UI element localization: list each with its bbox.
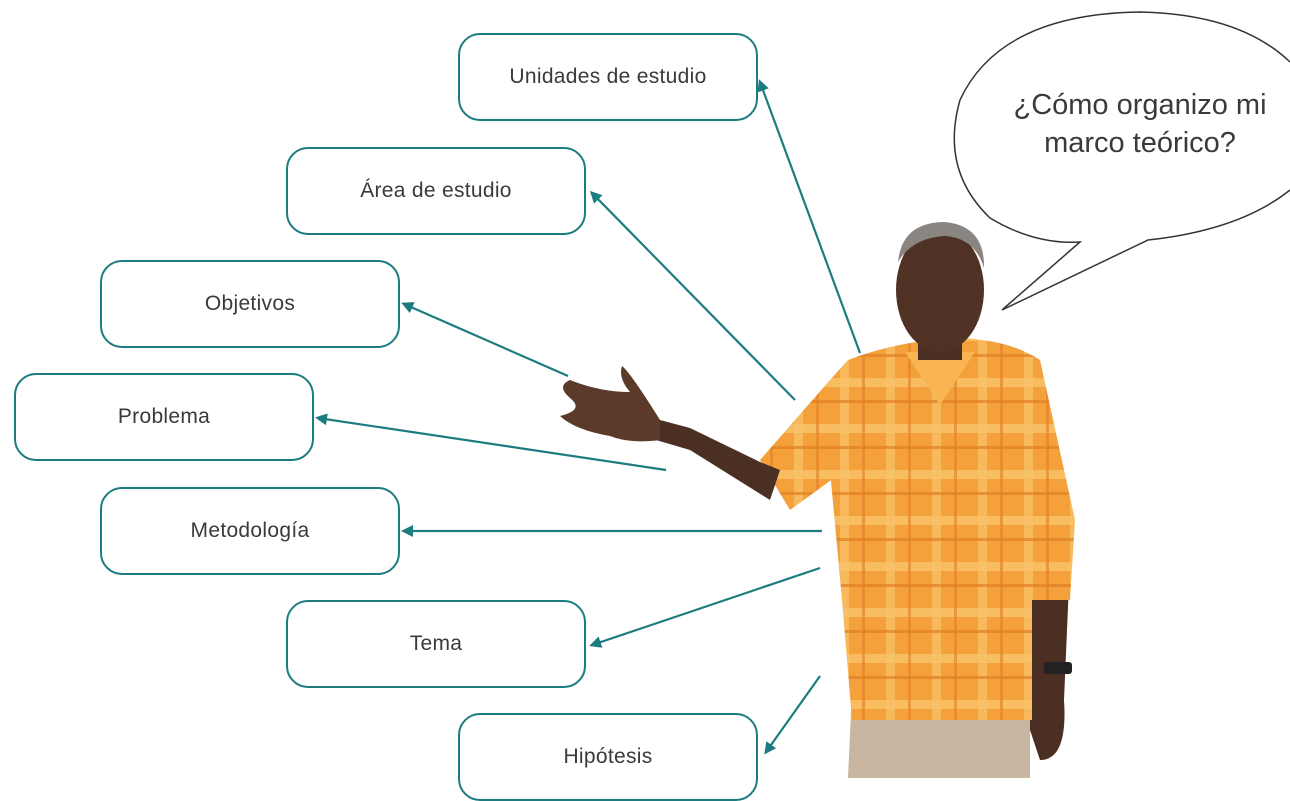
arrow-tema — [589, 566, 821, 648]
box-area-de-estudio: Área de estudio — [286, 147, 586, 235]
box-label: Hipótesis — [563, 745, 653, 768]
box-label: Tema — [409, 632, 463, 655]
speech-bubble-text: ¿Cómo organizo mi marco teórico? — [1013, 89, 1267, 159]
collar — [905, 352, 975, 405]
watch — [1044, 662, 1072, 674]
box-objetivos: Objetivos — [100, 260, 400, 348]
hand — [560, 366, 660, 442]
right-arm — [1030, 560, 1070, 760]
box-label: Objetivos — [204, 292, 296, 315]
extended-arm — [656, 420, 780, 500]
shirt — [830, 338, 1075, 720]
arrow-hipotesis — [764, 675, 821, 755]
box-label: Unidades de estudio — [509, 65, 707, 88]
hair — [898, 222, 985, 268]
box-metodologia: Metodología — [100, 487, 400, 575]
box-label: Metodología — [190, 519, 310, 542]
box-hipotesis: Hipótesis — [458, 713, 758, 801]
box-tema: Tema — [286, 600, 586, 688]
box-unidades-de-estudio: Unidades de estudio — [458, 33, 758, 121]
arrow-problema — [315, 413, 667, 472]
box-label: Área de estudio — [360, 179, 512, 202]
box-problema: Problema — [14, 373, 314, 461]
arrow-objetivos — [401, 302, 569, 378]
arrow-area — [589, 190, 796, 401]
box-label: Problema — [117, 405, 211, 428]
left-sleeve — [760, 360, 848, 510]
speech-bubble-outline — [953, 11, 1290, 311]
head — [896, 228, 984, 352]
arrow-unidades — [757, 79, 862, 354]
